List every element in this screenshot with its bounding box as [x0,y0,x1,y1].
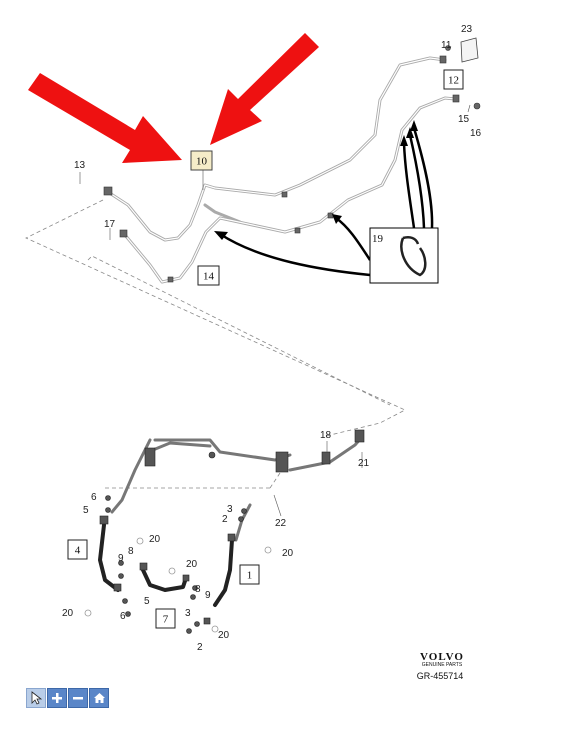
callout-13: 13 [74,160,86,171]
cursor-icon [31,691,42,705]
callout-box-12[interactable] [443,69,464,90]
part-19-arrowheads [214,120,418,240]
zoom-in-button[interactable] [47,688,67,708]
zoom-in-icon [52,693,62,703]
callout-22: 22 [275,518,287,529]
lower-black-hoses [98,523,234,607]
volvo-branding: VOLVO GENUINE PARTS GR-455714 [417,651,464,681]
red-highlight-arrows [28,33,319,163]
callout-6b: 6 [120,611,126,622]
part-19-inset [369,227,439,284]
select-tool-button[interactable] [26,688,46,708]
lower-fittings [99,429,365,634]
clip-symbols [84,537,272,633]
callout-18: 18 [320,430,332,441]
callout-1: 1 [247,570,253,582]
callout-14: 14 [203,271,215,283]
callout-15: 15 [458,114,470,125]
dashed-guides [25,199,406,489]
callout-3a: 3 [227,504,233,515]
callout-17: 17 [104,219,116,230]
upper-fittings [103,45,481,283]
callout-21: 21 [358,458,370,469]
callout-20a: 20 [149,534,161,545]
callout-8a: 8 [128,546,134,557]
boxed-callouts: 10 12 14 4 1 7 19 [67,69,464,629]
callout-2a: 2 [222,514,228,525]
home-icon [93,693,105,703]
callout-6a: 6 [91,492,97,503]
callout-20d: 20 [62,608,74,619]
brand-subtitle: GENUINE PARTS [422,662,463,668]
callout-3b: 3 [185,608,191,619]
callout-16: 16 [470,128,482,139]
callout-8b: 8 [195,584,201,595]
zoom-out-button[interactable] [68,688,88,708]
callout-20b: 20 [186,559,198,570]
callout-10: 10 [196,156,208,168]
callout-5a: 5 [83,505,89,516]
callout-9b: 9 [205,590,211,601]
callout-2b: 2 [197,642,203,653]
part-23-seal [460,37,479,63]
callout-19: 19 [372,233,384,245]
callout-box-4[interactable] [67,539,88,560]
callout-box-10[interactable] [190,150,213,171]
callout-23: 23 [461,24,473,35]
diagram-reference: GR-455714 [417,671,464,681]
callout-20c: 20 [282,548,294,559]
home-button[interactable] [89,688,109,708]
callout-4: 4 [75,545,81,557]
viewer-toolbar [26,688,109,708]
callout-9a: 9 [118,553,124,564]
callout-box-1[interactable] [239,564,260,585]
callout-box-14[interactable] [197,265,220,286]
plain-callouts: 23 11 15 16 13 17 18 21 22 6 5 3 2 20 9 … [62,24,482,653]
callout-box-7[interactable] [155,608,176,629]
callout-12: 12 [448,75,459,87]
callout-20e: 20 [218,630,230,641]
callout-7: 7 [163,614,169,626]
callout-5b: 5 [144,596,150,607]
brand-logo: VOLVO [420,651,464,663]
zoom-out-icon [73,697,83,700]
callout-11: 11 [441,40,452,51]
part-19-arrows [219,127,434,277]
leader-lines [79,45,471,517]
